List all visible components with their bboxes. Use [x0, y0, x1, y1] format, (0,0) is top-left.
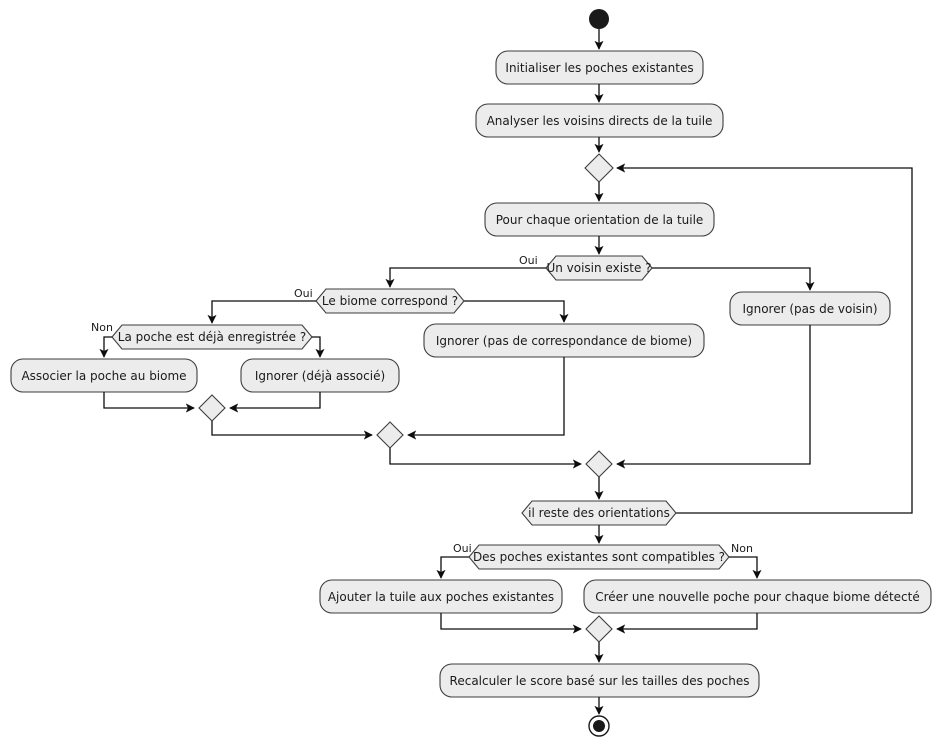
activity-recalculer-score-label: Recalculer le score basé sur les tailles… [450, 674, 750, 688]
activity-ignorer-pas-de-voisin-label: Ignorer (pas de voisin) [742, 302, 877, 316]
decision-un-voisin-existe: Un voisin existe ? [545, 255, 653, 281]
edge-ignorer-pas-correspondance-to-merge-left-outer [407, 357, 565, 440]
decision-poches-existantes-compatibles: Des poches existantes sont compatibles ? [468, 544, 730, 570]
edge-compatibles-non-to-creer-nouvelle-poche [729, 556, 762, 579]
activity-ignorer-pas-correspondance-label: Ignorer (pas de correspondance de biome) [436, 334, 692, 348]
activity-ignorer-deja-associe: Ignorer (déjà associé) [240, 358, 400, 393]
activity-initialiser-poches: Initialiser les poches existantes [495, 50, 704, 85]
activity-ignorer-pas-correspondance: Ignorer (pas de correspondance de biome) [423, 323, 705, 358]
activity-associer-poche-au-biome-label: Associer la poche au biome [21, 369, 186, 383]
decision-le-biome-correspond: Le biome correspond ? [315, 288, 465, 314]
activity-analyser-voisins-label: Analyser les voisins directs de la tuile [487, 114, 713, 128]
merge-node-loop-top [584, 153, 614, 183]
edge-label-oui-voisin: Oui [519, 254, 538, 267]
decision-poche-deja-enregistree: La poche est déjà enregistrée ? [111, 324, 313, 350]
decision-poche-deja-enregistree-label: La poche est déjà enregistrée ? [118, 330, 306, 344]
end-node [588, 715, 610, 737]
activity-recalculer-score: Recalculer le score basé sur les tailles… [439, 663, 760, 698]
activity-creer-nouvelle-poche-label: Créer une nouvelle poche pour chaque bio… [595, 590, 919, 604]
edge-poche-non-to-associer-poche [99, 336, 112, 358]
merge-node-left-inner [198, 394, 226, 422]
merge-node-center [585, 450, 613, 478]
edge-label-oui-compatibles: Oui [453, 542, 472, 555]
edge-label-oui-biome: Oui [294, 287, 313, 300]
activity-associer-poche-au-biome: Associer la poche au biome [10, 358, 198, 393]
edge-loop-back-to-merge-top [616, 163, 913, 514]
edge-label-non-compatibles: Non [731, 542, 753, 555]
edge-poche-oui-to-ignorer-deja-associe [312, 336, 325, 358]
merge-node-left-outer [376, 421, 404, 449]
decision-un-voisin-existe-label: Un voisin existe ? [546, 261, 651, 275]
activity-analyser-voisins: Analyser les voisins directs de la tuile [475, 103, 724, 138]
decision-poches-existantes-compatibles-label: Des poches existantes sont compatibles ? [473, 550, 725, 564]
start-node [589, 9, 609, 29]
decision-le-biome-correspond-label: Le biome correspond ? [322, 294, 458, 308]
edge-ajouter-tuile-to-merge-bottom [440, 613, 582, 634]
edge-label-non-poche: Non [91, 321, 113, 334]
activity-initialiser-poches-label: Initialiser les poches existantes [505, 61, 693, 75]
edge-biome-non-to-ignorer-pas-correspondance [464, 300, 569, 323]
activity-ajouter-tuile-aux-poches: Ajouter la tuile aux poches existantes [319, 579, 563, 614]
activity-ignorer-deja-associe-label: Ignorer (déjà associé) [255, 369, 385, 383]
activity-creer-nouvelle-poche: Créer une nouvelle poche pour chaque bio… [583, 579, 932, 614]
merge-node-bottom [585, 615, 613, 643]
edge-biome-oui-to-poche-enregistree [207, 300, 316, 324]
decision-il-reste-des-orientations: il reste des orientations [521, 500, 677, 526]
edge-voisin-non-to-ignorer-pas-de-voisin [652, 267, 815, 291]
decision-il-reste-des-orientations-label: il reste des orientations [528, 506, 670, 520]
activity-pour-chaque-orientation-label: Pour chaque orientation de la tuile [496, 213, 704, 227]
edge-voisin-oui-to-biome-correspond [385, 267, 546, 288]
edge-compatibles-oui-to-ajouter-tuile [436, 556, 469, 579]
activity-ignorer-pas-de-voisin: Ignorer (pas de voisin) [729, 291, 891, 326]
edge-creer-nouvelle-poche-to-merge-bottom [616, 613, 758, 634]
activity-pour-chaque-orientation: Pour chaque orientation de la tuile [484, 202, 715, 237]
edge-merge-left-inner-to-merge-left-outer [211, 421, 373, 440]
edge-merge-left-outer-to-merge-center [389, 448, 582, 469]
activity-ajouter-tuile-aux-poches-label: Ajouter la tuile aux poches existantes [328, 590, 554, 604]
edge-ignorer-deja-associe-to-merge-left-inner [229, 392, 321, 413]
edge-ignorer-pas-de-voisin-to-merge-center [616, 325, 811, 469]
edge-associer-to-merge-left-inner [103, 392, 195, 413]
